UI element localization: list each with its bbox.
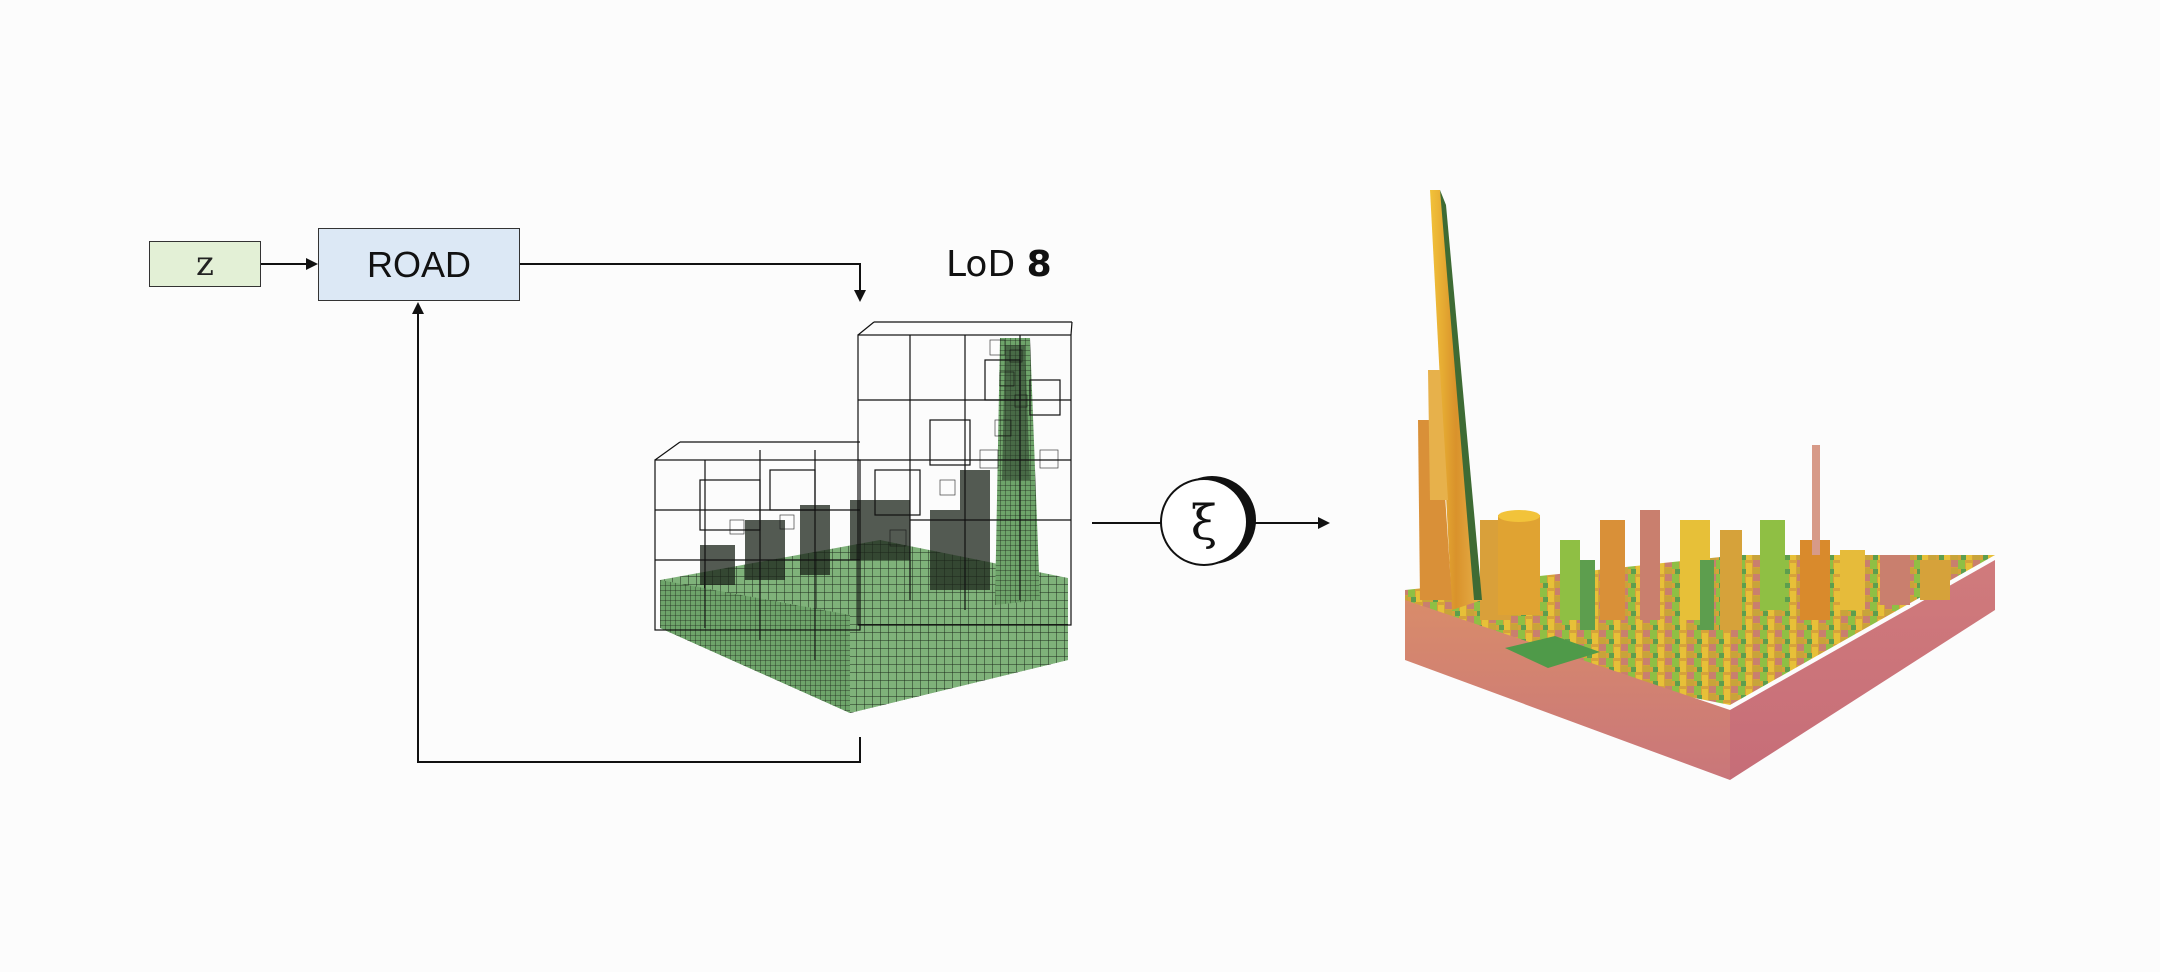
arrow-feedback-loop — [412, 302, 861, 763]
input-z-label: z — [196, 244, 214, 284]
arrow-road-to-lod — [520, 263, 866, 302]
lod-level: 8 — [1026, 244, 1052, 285]
voxel-octree-image — [654, 321, 1073, 713]
operator-node — [1160, 476, 1256, 566]
rendered-city-image — [1405, 190, 1995, 780]
road-model-box: ROAD — [318, 228, 520, 301]
road-model-label: ROAD — [366, 243, 471, 285]
lod-prefix: LoD — [946, 244, 1016, 285]
lod-title: LoD 8 — [946, 244, 1052, 285]
operator-symbol: ξ — [1190, 495, 1218, 551]
input-z-box: z — [149, 241, 261, 287]
